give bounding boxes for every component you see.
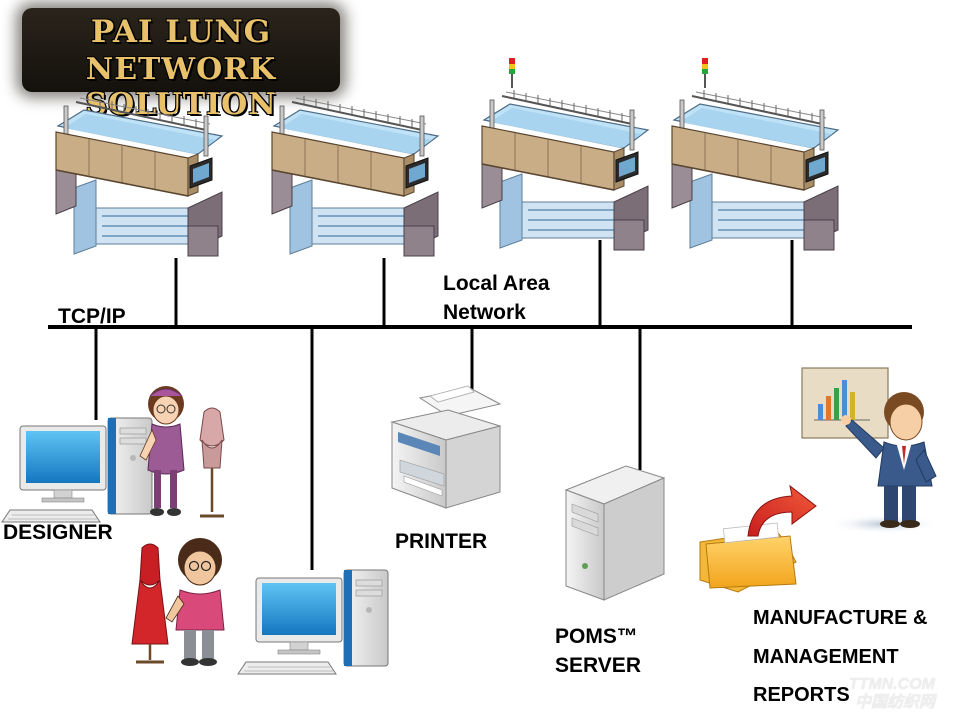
tcp-ip-label: TCP/IP	[58, 305, 126, 328]
pai-lung-logo: PAI LUNG NETWORK SOLUTION	[22, 8, 340, 122]
knitting-machine-1	[55, 95, 223, 257]
signal-lamp-3	[509, 58, 515, 88]
lan-label-line-1: Local Area	[443, 272, 550, 295]
reports-label-line-1: MANUFACTURE &	[753, 607, 928, 629]
mannequin-small	[199, 407, 225, 518]
printer-label: PRINTER	[395, 530, 488, 553]
server-label-line-2: SERVER	[555, 654, 641, 677]
signal-lamp-4	[702, 58, 708, 88]
lan-label-line-2: Network	[443, 301, 526, 324]
reports-folder-icon	[699, 484, 817, 593]
server-label-line-1: POMS™	[555, 625, 638, 648]
reports-label-line-2: MANAGEMENT	[753, 646, 899, 668]
red-dress-mannequin	[131, 543, 169, 664]
watermark: TTMN.COM 中国纺织网	[815, 676, 935, 716]
designer-computer-1	[1, 417, 153, 523]
presenter-figure	[828, 392, 940, 534]
watermark-line-2: 中国纺织网	[854, 694, 935, 711]
report-chart-board	[801, 367, 889, 439]
knitting-machine-2	[271, 95, 439, 257]
network-bus	[48, 240, 912, 570]
designer-label: DESIGNER	[3, 521, 113, 544]
designer-computer-2	[237, 569, 389, 675]
logo-line-1: PAI LUNG	[90, 14, 272, 50]
server-icon	[564, 465, 666, 601]
knitting-machine-4	[671, 89, 839, 251]
watermark-line-1: TTMN.COM	[848, 676, 935, 693]
male-designer-figure	[165, 538, 225, 666]
reports-label-line-3: REPORTS	[753, 684, 850, 706]
female-designer-figure	[139, 386, 185, 516]
printer-icon	[390, 385, 502, 509]
knitting-machine-3	[481, 89, 649, 251]
